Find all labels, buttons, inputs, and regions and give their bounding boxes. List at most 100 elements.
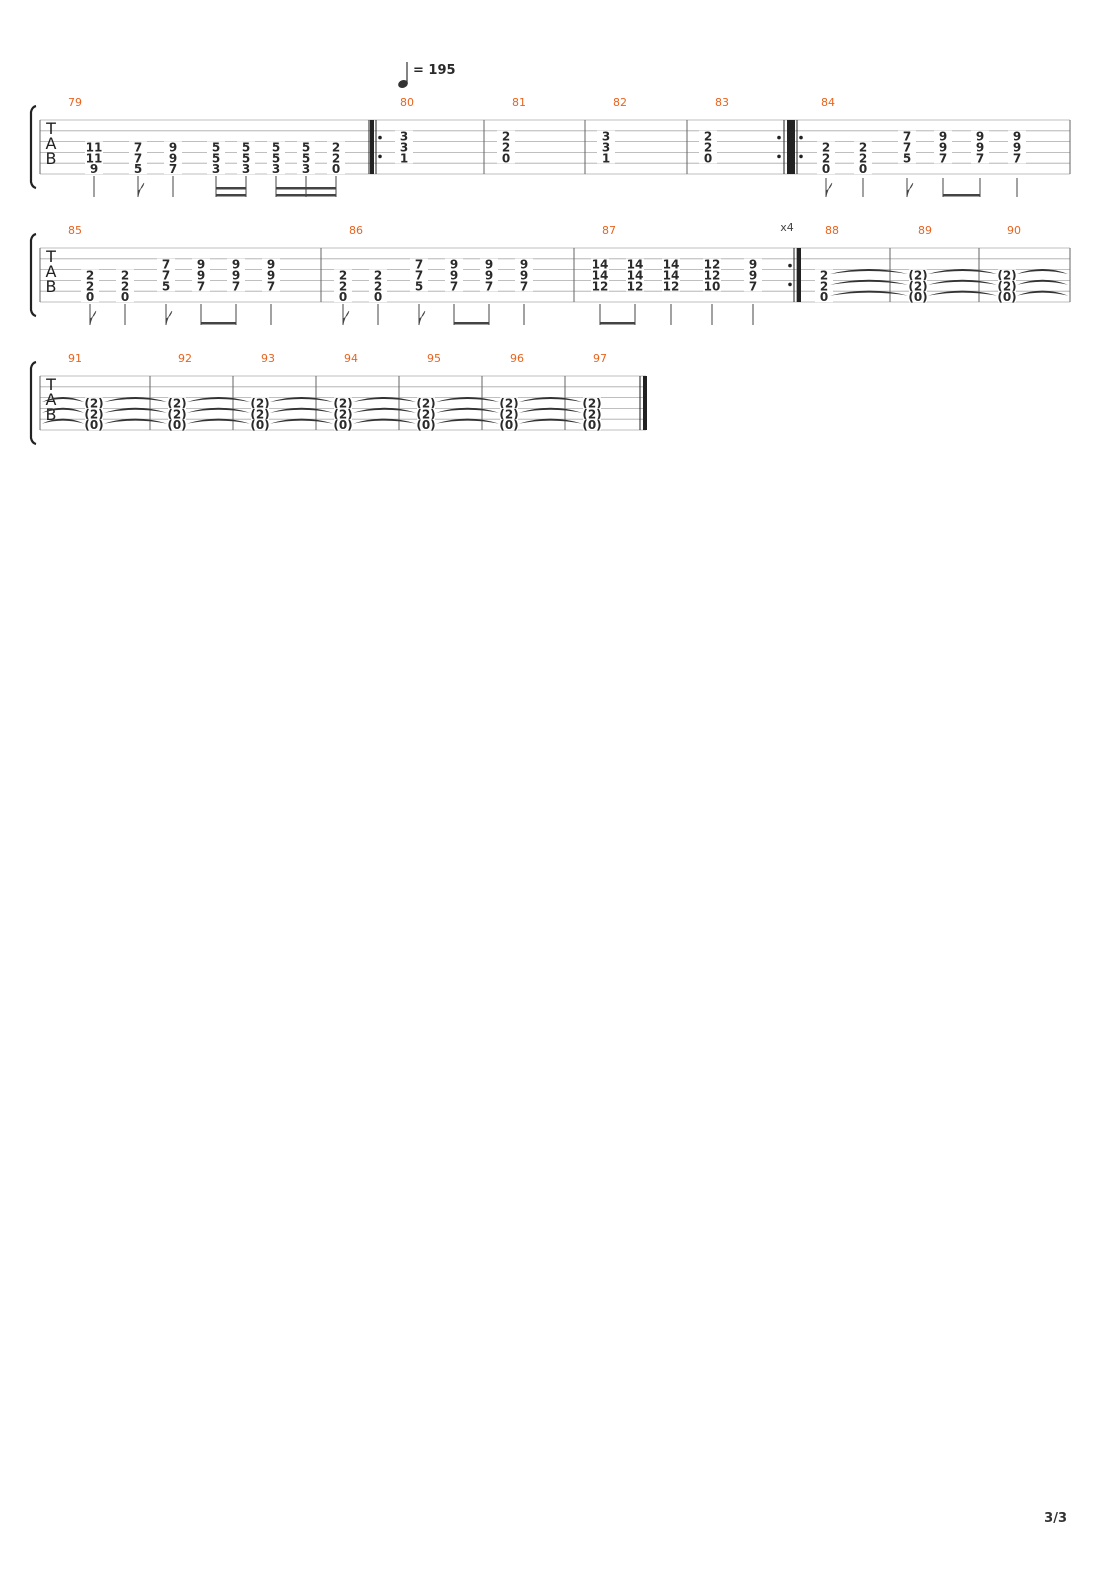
fret-bg (417, 419, 435, 431)
tie-arc (187, 418, 250, 424)
fret-number: 9 (197, 258, 205, 272)
fret-bg (500, 419, 518, 431)
fret-bg (262, 258, 280, 270)
fret-bg (445, 269, 463, 281)
fret-number: (2) (167, 407, 186, 421)
fret-bg (480, 280, 498, 292)
note-beam (600, 322, 635, 325)
fret-bg (297, 152, 315, 164)
fret-number: 2 (502, 141, 510, 155)
fret-bg (207, 152, 225, 164)
fret-number: 0 (332, 162, 340, 176)
fret-bg (703, 269, 721, 281)
fret-bg (85, 397, 103, 409)
measure-number: 80 (400, 96, 414, 109)
fret-number: (0) (582, 418, 601, 432)
measure-number: 93 (261, 352, 275, 365)
tempo-marking: = 195 (413, 63, 456, 78)
fret-number: (2) (250, 397, 269, 411)
fret-number: 12 (663, 279, 680, 293)
tab-clef-letter: T (45, 119, 56, 138)
tie-arc (519, 407, 582, 413)
tie-arc (928, 290, 997, 296)
fret-number: 7 (162, 258, 170, 272)
fret-number: 1 (400, 151, 408, 165)
fret-bg (699, 141, 717, 153)
fret-number: 3 (242, 162, 250, 176)
fret-number: 9 (485, 258, 493, 272)
fret-bg (591, 280, 609, 292)
fret-number: 5 (272, 141, 280, 155)
fret-number: 7 (267, 279, 275, 293)
fret-number: 0 (339, 290, 347, 304)
fret-number: (2) (499, 397, 518, 411)
fret-number: 14 (627, 269, 644, 283)
fret-bg (445, 258, 463, 270)
fret-bg (662, 280, 680, 292)
fret-bg (395, 130, 413, 142)
fret-number: 3 (272, 162, 280, 176)
fret-number: 0 (822, 162, 830, 176)
fret-number: (2) (250, 407, 269, 421)
fret-bg (515, 258, 533, 270)
fret-bg (262, 280, 280, 292)
fret-number: 11 (86, 141, 103, 155)
fret-bg (157, 280, 175, 292)
fret-bg (591, 269, 609, 281)
fret-bg (334, 280, 352, 292)
fret-number: (2) (333, 407, 352, 421)
fret-number: 3 (602, 141, 610, 155)
fret-number: 3 (302, 162, 310, 176)
fret-bg (597, 130, 615, 142)
fret-bg (251, 419, 269, 431)
fret-number: (0) (416, 418, 435, 432)
measure-number: 96 (510, 352, 524, 365)
fret-number: 0 (86, 290, 94, 304)
fret-bg (267, 152, 285, 164)
fret-number: 12 (592, 279, 609, 293)
fret-number: 2 (502, 130, 510, 144)
fret-bg (116, 269, 134, 281)
fret-bg (327, 163, 345, 175)
fret-bg (703, 280, 721, 292)
tab-clef-letter: B (46, 277, 57, 296)
fret-number: 9 (1013, 130, 1021, 144)
tie-arc (187, 407, 250, 413)
repeat-dot (799, 154, 803, 159)
fret-bg (500, 408, 518, 420)
fret-bg (267, 141, 285, 153)
fret-bg (934, 130, 952, 142)
fret-bg (699, 130, 717, 142)
measure-number: 86 (349, 224, 363, 237)
tie-arc (42, 397, 84, 402)
fret-bg (971, 130, 989, 142)
fret-bg (417, 397, 435, 409)
fret-number: 9 (976, 130, 984, 144)
fret-number: 3 (400, 141, 408, 155)
fret-number: 9 (450, 258, 458, 272)
tie-arc (830, 290, 908, 296)
fret-bg (192, 269, 210, 281)
fret-number: (2) (333, 397, 352, 411)
fret-number: (0) (499, 418, 518, 432)
fret-number: 9 (90, 162, 98, 176)
tie-arc (270, 418, 333, 424)
fret-bg (971, 141, 989, 153)
tie-arc (436, 397, 499, 402)
fret-bg (626, 258, 644, 270)
fret-number: 0 (859, 162, 867, 176)
fret-bg (817, 163, 835, 175)
fret-number: 2 (121, 279, 129, 293)
fret-number: 2 (820, 279, 828, 293)
fret-number: (2) (499, 407, 518, 421)
fret-number: 0 (820, 290, 828, 304)
fret-bg (583, 408, 601, 420)
fret-bg (909, 291, 927, 303)
fret-bg (1008, 130, 1026, 142)
fret-number: 9 (169, 151, 177, 165)
fret-number: (2) (908, 269, 927, 283)
fret-number: (2) (582, 407, 601, 421)
fret-bg (129, 152, 147, 164)
fret-number: 5 (242, 141, 250, 155)
